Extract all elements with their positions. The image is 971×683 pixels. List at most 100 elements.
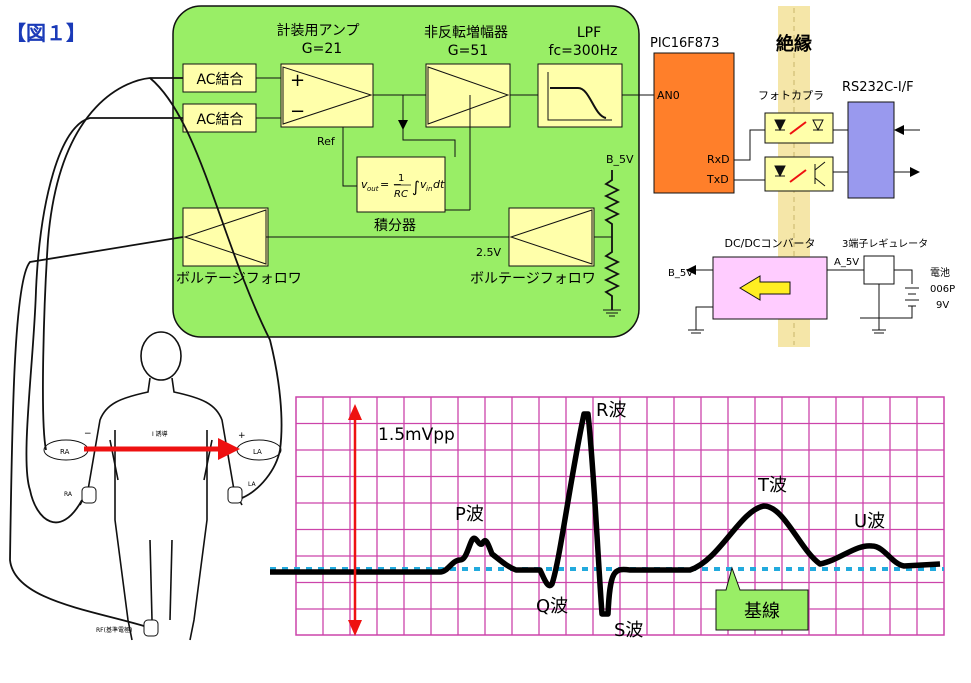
mcu-box [653, 52, 735, 194]
ra-wrist-label: RA [64, 491, 73, 498]
inv-gain: G=51 [448, 43, 488, 59]
svg-text:v: v [361, 178, 368, 191]
inv-box [425, 63, 511, 128]
ref-label: Ref [317, 135, 336, 148]
lpf-axes [547, 72, 612, 121]
t-wave-label: T波 [757, 475, 787, 496]
inv-triangle [427, 66, 510, 125]
amplitude-arrow-bottom [348, 620, 362, 636]
lpf-box [537, 63, 623, 128]
s-wave-label: S波 [614, 620, 643, 641]
rxd-label: RxD [707, 153, 730, 166]
ecg-chart: 1.5mVpp P波 Q波 R波 S波 T波 U波 基線 [270, 396, 945, 641]
vf-left-box [182, 207, 269, 267]
inamp-plus: + [290, 70, 305, 91]
resistor-divider [603, 170, 621, 310]
svg-text:v: v [420, 178, 427, 191]
ac-coupling-1-label: AC結合 [196, 72, 243, 88]
figure-label: 【図１】 [6, 21, 86, 45]
dcdc-label: DC/DCコンバータ [724, 237, 815, 250]
light-arrow-2 [789, 169, 807, 183]
inv-title: 非反転増幅器 [424, 25, 508, 41]
ac-coupling-2 [182, 103, 257, 133]
ecg-grid [296, 397, 944, 635]
lpf-title: LPF [577, 25, 601, 41]
phototransistor-2 [814, 161, 826, 187]
battery-line-1: 電池 [930, 266, 950, 279]
vf-left-label: ボルテージフォロワ [176, 271, 302, 287]
v25-label: 2.5V [476, 246, 501, 259]
u-wave-label: U波 [854, 511, 885, 532]
body-outline [79, 331, 243, 641]
ground-symbol-board [603, 309, 621, 317]
regulator-wires [827, 269, 919, 334]
inamp-title: 計装用アンプ [276, 23, 359, 39]
q-wave-label: Q波 [536, 596, 568, 617]
ra-wrist-electrode [81, 486, 97, 504]
ra-disc-label: RA [60, 448, 70, 456]
battery-line-2: 006P [930, 284, 955, 295]
ref-wire [342, 127, 357, 187]
svg-text:dt: dt [433, 178, 445, 191]
svg-text:1: 1 [398, 173, 404, 184]
txd-label: TxD [706, 173, 729, 186]
inamp-box [280, 63, 374, 128]
lead-cables [9, 77, 283, 627]
mcu-label: PIC16F873 [650, 36, 720, 51]
photocoupler-label: フォトカプラ [758, 89, 824, 102]
a5v-label: A_5V [834, 257, 859, 268]
lead-i-label: I 誘導 [152, 430, 168, 438]
rf-label: RF(基準電極) [96, 626, 132, 634]
dcdc-arrow [739, 275, 791, 301]
baseline-label: 基線 [744, 601, 780, 622]
lead-arrow-head [218, 438, 240, 460]
rs232-box [847, 101, 895, 199]
integrator-box [356, 156, 446, 213]
la-wrist-electrode [227, 486, 243, 504]
integrator-formula: v out = − 1 RC ∫ v in dt [361, 173, 445, 200]
inamp-triangle [282, 66, 373, 125]
light-arrow-1 [789, 121, 807, 135]
la-plus: + [238, 431, 246, 441]
vf-right-triangle [509, 209, 593, 265]
led-2 [774, 165, 786, 178]
r-wave-label: R波 [596, 400, 627, 421]
ac-coupling-2-label: AC結合 [196, 112, 243, 128]
dcdc-ground [688, 306, 713, 334]
rs232-label: RS232C-I/F [842, 80, 914, 95]
signal-wires [256, 77, 654, 119]
baseline-callout [715, 566, 809, 631]
coupler-wires [734, 129, 848, 181]
battery-line-3: 9V [936, 300, 949, 311]
svg-text:out: out [367, 185, 379, 193]
vf-right-box [508, 207, 595, 267]
integrator-label: 積分器 [374, 218, 416, 234]
svg-text:∫: ∫ [412, 178, 420, 196]
la-wrist-label: LA [248, 481, 256, 488]
led-1 [774, 119, 786, 132]
svg-text:RC: RC [394, 189, 408, 200]
amplitude-arrow-top [348, 404, 362, 420]
ac-coupling-1 [182, 63, 257, 93]
lpf-curve [550, 87, 607, 119]
la-disc-label: LA [253, 448, 262, 456]
ecg-waveform [270, 411, 941, 617]
lpf-fc: fc=300Hz [549, 43, 618, 59]
p-wave-label: P波 [455, 504, 484, 525]
inamp-gain: G=21 [302, 41, 342, 57]
regulator-box [863, 255, 895, 285]
an0-label: AN0 [657, 89, 680, 102]
isolation-label: 絶縁 [776, 33, 812, 55]
ra-minus: − [84, 429, 92, 439]
photocoupler-2 [764, 156, 834, 192]
b5v-out-label: B_5V [668, 268, 693, 279]
svg-text:= −: = − [380, 178, 402, 191]
feedback-wire-2 [445, 95, 471, 211]
regulator-label: 3端子レギュレータ [842, 237, 928, 250]
rf-electrode [143, 619, 159, 637]
photodiode-1 [812, 119, 824, 132]
b5v-label: B_5V [606, 153, 634, 166]
amplitude-label: 1.5mVpp [378, 425, 455, 445]
svg-text:in: in [426, 185, 432, 193]
